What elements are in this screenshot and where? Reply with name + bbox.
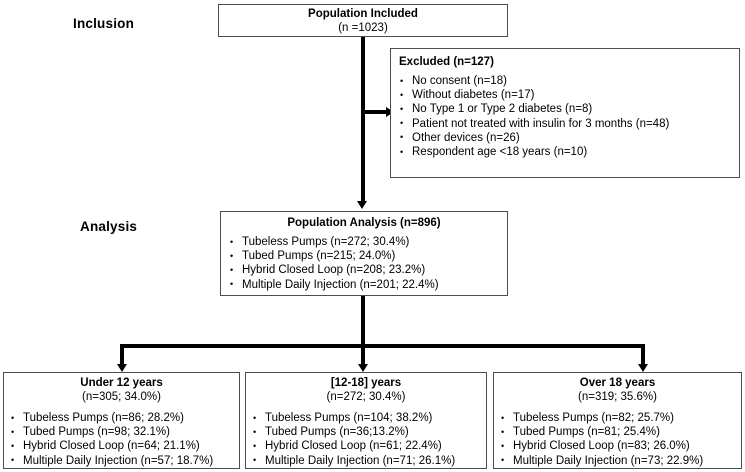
list-item: Hybrid Closed Loop (n=208; 23.2%) <box>229 263 499 278</box>
arrowhead-group-3 <box>637 364 648 372</box>
connector-included-to-analysis <box>361 36 365 203</box>
population-analysis-list: Tubeless Pumps (n=272; 30.4%) Tubed Pump… <box>229 234 499 292</box>
list-item: Multiple Daily Injection (n=73; 22.9%) <box>500 453 735 468</box>
list-item: Other devices (n=26) <box>399 130 731 145</box>
population-included-title: Population Included <box>308 8 418 20</box>
list-item: Patient not treated with insulin for 3 m… <box>399 116 731 131</box>
arrowhead-to-analysis <box>357 201 367 209</box>
list-item: Multiple Daily Injection (n=57; 18.7%) <box>10 453 233 468</box>
connector-down-group-3 <box>641 344 645 366</box>
list-item: Hybrid Closed Loop (n=61; 22.4%) <box>252 439 480 454</box>
list-item: Respondent age <18 years (n=10) <box>399 145 731 160</box>
box-group-over-18: Over 18 years (n=319; 35.6%) Tubeless Pu… <box>493 372 742 469</box>
box-group-under-12: Under 12 years (n=305; 34.0%) Tubeless P… <box>3 372 240 469</box>
box-population-included: Population Included (n =1023) <box>218 4 508 37</box>
list-item: Hybrid Closed Loop (n=83; 26.0%) <box>500 439 735 454</box>
group-list: Tubeless Pumps (n=104; 38.2%) Tubed Pump… <box>252 410 480 468</box>
group-count: (n=319; 35.6%) <box>578 391 657 403</box>
population-included-count: (n =1023) <box>338 22 388 34</box>
connector-analysis-to-split <box>361 296 365 346</box>
group-count: (n=272; 30.4%) <box>326 391 406 403</box>
box-excluded: Excluded (n=127) No consent (n=18) Witho… <box>390 48 740 178</box>
list-item: Hybrid Closed Loop (n=64; 21.1%) <box>10 439 233 454</box>
group-list: Tubeless Pumps (n=82; 25.7%) Tubed Pumps… <box>500 410 735 468</box>
excluded-list: No consent (n=18) Without diabetes (n=17… <box>399 73 731 160</box>
list-item: No Type 1 or Type 2 diabetes (n=8) <box>399 102 731 117</box>
list-item: Tubeless Pumps (n=272; 30.4%) <box>229 234 499 249</box>
list-item: Multiple Daily Injection (n=201; 22.4%) <box>229 277 499 292</box>
list-item: Tubed Pumps (n=98; 32.1%) <box>10 425 233 440</box>
stage-label-inclusion: Inclusion <box>73 16 135 31</box>
list-item: Tubeless Pumps (n=82; 25.7%) <box>500 410 735 425</box>
list-item: Tubeless Pumps (n=86; 28.2%) <box>10 410 233 425</box>
connector-down-group-2 <box>361 344 365 366</box>
arrowhead-group-1 <box>116 364 127 372</box>
arrowhead-group-2 <box>357 364 368 372</box>
group-title: Under 12 years <box>80 377 163 389</box>
list-item: Tubed Pumps (n=81; 25.4%) <box>500 425 735 440</box>
list-item: Tubed Pumps (n=36;13.2%) <box>252 425 480 440</box>
list-item: Tubeless Pumps (n=104; 38.2%) <box>252 410 480 425</box>
connector-down-group-1 <box>120 344 124 366</box>
group-title: Over 18 years <box>579 377 656 389</box>
group-count: (n=305; 34.0%) <box>82 391 161 403</box>
excluded-title: Excluded (n=127) <box>399 56 494 68</box>
stage-label-analysis: Analysis <box>80 219 138 234</box>
group-list: Tubeless Pumps (n=86; 28.2%) Tubed Pumps… <box>10 410 233 468</box>
list-item: Tubed Pumps (n=215; 24.0%) <box>229 249 499 264</box>
list-item: No consent (n=18) <box>399 73 731 88</box>
box-population-analysis: Population Analysis (n=896) Tubeless Pum… <box>220 211 508 296</box>
population-analysis-title: Population Analysis (n=896) <box>287 217 441 229</box>
list-item: Without diabetes (n=17) <box>399 88 731 103</box>
list-item: Multiple Daily Injection (n=71; 26.1%) <box>252 453 480 468</box>
connector-split-bar <box>120 344 645 348</box>
box-group-12-18: [12-18] years (n=272; 30.4%) Tubeless Pu… <box>245 372 487 469</box>
connector-to-excluded <box>363 110 390 114</box>
group-title: [12-18] years <box>330 377 402 389</box>
